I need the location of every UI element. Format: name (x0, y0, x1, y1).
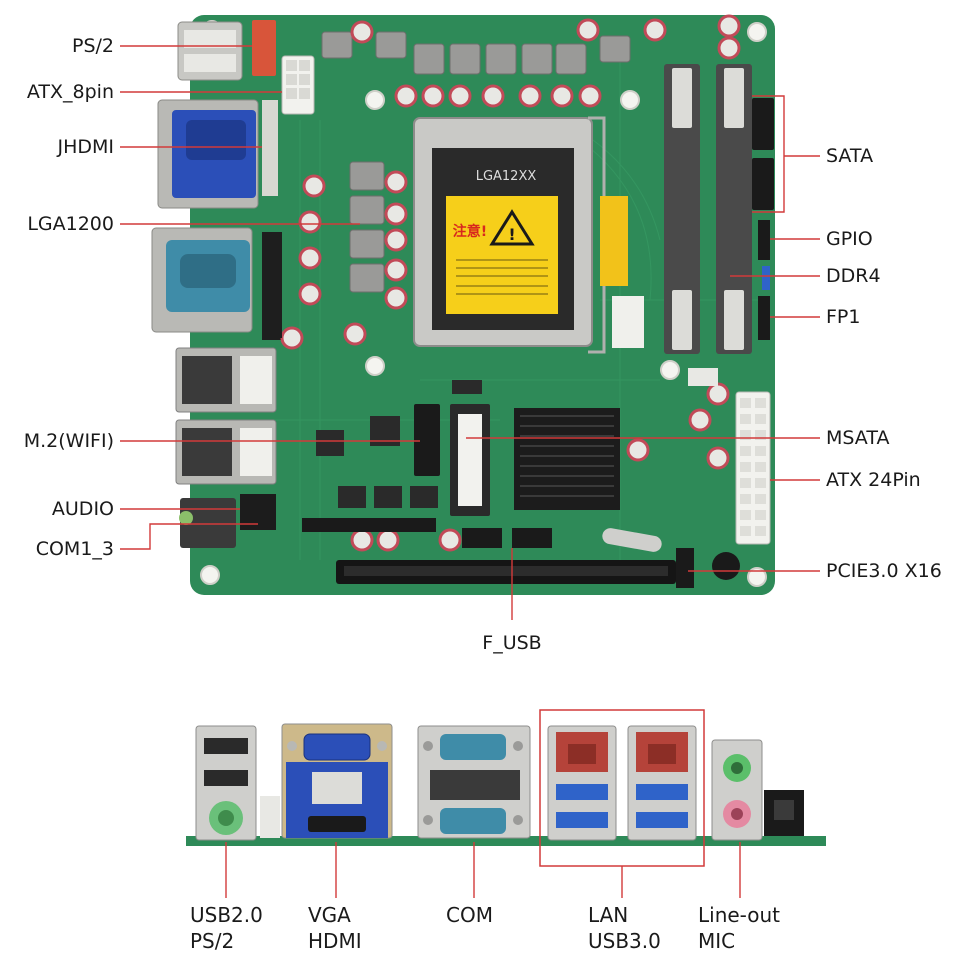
svg-text:!: ! (508, 225, 515, 244)
callout-pcie-x16: PCIE3.0 X16 (826, 560, 942, 582)
socket-label: LGA12XX (476, 169, 537, 184)
io-label-vga-hdmi-line1: VGA (308, 903, 351, 927)
motherboard-top-view: ! 注意! LGA12XX (151, 14, 775, 595)
callout-audio: AUDIO (51, 498, 114, 520)
callout-ps2: PS/2 (71, 35, 114, 57)
io-label-usb-ps2: USB2.0 PS/2 (190, 902, 263, 954)
sata-1 (752, 98, 774, 150)
callout-sata: SATA (826, 145, 874, 167)
warning-sticker (446, 196, 558, 314)
callout-ddr4: DDR4 (826, 265, 881, 287)
callout-jhdmi: JHDMI (57, 136, 114, 158)
ddr4-indicator (762, 266, 770, 290)
io-pcb-edge (186, 836, 826, 846)
lan-usb3-stack-1 (547, 725, 617, 841)
lan-usb3-stack-2 (627, 725, 697, 841)
io-label-lan-usb3-line1: LAN (588, 903, 629, 927)
callout-f-usb: F_USB (482, 632, 542, 654)
fp1-header (758, 296, 770, 340)
f-usb-header-1 (462, 528, 502, 548)
audio-jack-stack (711, 739, 804, 841)
io-label-usb-ps2-line2: PS/2 (190, 929, 235, 953)
io-label-audio: Line-out MIC (698, 902, 780, 954)
callout-fp1: FP1 (826, 306, 861, 328)
chipset-heatsink (514, 408, 620, 510)
m2-wifi-slot (414, 404, 440, 476)
vga-hdmi-stack (281, 723, 393, 839)
ddr4-slots (664, 64, 752, 354)
usb2-ps2-stack (195, 725, 280, 841)
io-label-vga-hdmi: VGA HDMI (308, 902, 362, 954)
com-stack (417, 725, 531, 839)
callout-m2-wifi: M.2(WIFI) (23, 430, 114, 452)
rear-io-panel (186, 709, 826, 867)
io-label-audio-line2: MIC (698, 929, 736, 953)
callout-gpio: GPIO (826, 228, 873, 250)
io-label-audio-line1: Line-out (698, 903, 781, 927)
yellow-label (600, 196, 628, 286)
cpu-socket-lga1200: ! 注意! LGA12XX (413, 116, 606, 354)
callout-atx-8pin: ATX_8pin (26, 81, 114, 103)
warning-text: 注意! (453, 223, 487, 240)
io-label-lan-usb3: LAN USB3.0 (588, 902, 661, 954)
io-label-com: COM (446, 902, 493, 928)
callout-lga1200: LGA1200 (27, 213, 114, 235)
f-usb-header-2 (512, 528, 552, 548)
red-header (252, 20, 276, 76)
vrm-chokes-top (321, 31, 631, 75)
audio-jack-block (180, 498, 236, 548)
vrm-chokes-left (349, 161, 385, 293)
io-label-lan-usb3-line2: USB3.0 (588, 929, 661, 953)
sata-2 (752, 158, 774, 210)
callout-lines (120, 45, 820, 620)
io-label-vga-hdmi-line2: HDMI (308, 929, 362, 953)
gpio-header (758, 220, 770, 260)
callout-msata: MSATA (826, 427, 890, 449)
callout-atx-24pin: ATX 24Pin (826, 469, 921, 491)
io-label-com-line1: COM (446, 903, 493, 927)
callout-com1-3: COM1_3 (35, 538, 114, 560)
io-callout-lines (225, 842, 741, 898)
io-label-usb-ps2-line1: USB2.0 (190, 903, 263, 927)
